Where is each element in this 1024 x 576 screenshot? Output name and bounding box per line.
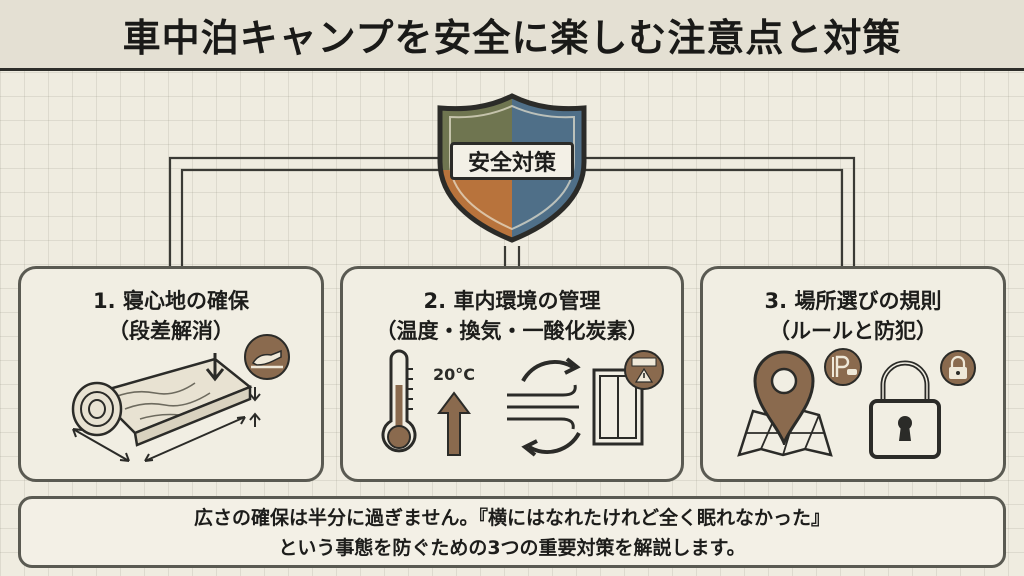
card-1-title: 1. 寝心地の確保 [93,289,249,313]
air-circulation-icon [507,357,581,457]
summary-box: 広さの確保は半分に過ぎません。『横にはなれたけれど全く眠れなかった』 という事態… [18,496,1006,568]
card-1-subtitle: （段差解消） [108,319,234,343]
down-arrow-icon [205,353,225,382]
card-sleep-comfort: 1. 寝心地の確保 （段差解消） [18,266,324,482]
summary-line-1: 広さの確保は半分に過ぎません。『横にはなれたけれど全く眠れなかった』 [194,507,830,529]
summary-line-2: という事態を防ぐための3つの重要対策を解説します。 [278,537,746,559]
shield-icon [437,93,587,243]
thermometer-icon [381,349,417,453]
card-interior-environment: 2. 車内環境の管理 （温度・換気・一酸化炭素） 20°C [340,266,684,482]
map-pin-icon [753,350,815,445]
up-arrow-icon [437,391,471,456]
card-location-choice: 3. 場所選びの規則 （ルールと防犯） [700,266,1006,482]
card-3-subtitle: （ルールと防犯） [769,319,937,343]
padlock-icon [869,360,941,459]
card-2-title: 2. 車内環境の管理 [423,289,601,313]
card-3-title: 3. 場所選びの規則 [764,289,942,313]
center-label-box: 安全対策 [450,142,574,180]
center-label: 安全対策 [467,151,556,176]
page-title: 車中泊キャンプを安全に楽しむ注意点と対策 [122,15,902,60]
title-bar: 車中泊キャンプを安全に楽しむ注意点と対策 [0,0,1024,71]
sleeping-mat-icon [71,357,253,462]
warning-icon [624,350,664,390]
hand-press-icon [244,334,290,380]
card-2-subtitle: （温度・換気・一酸化炭素） [375,319,649,343]
parking-icon [824,348,862,386]
temperature-label: 20°C [433,365,476,384]
height-arrows-icon [249,387,261,427]
small-lock-icon [940,350,976,386]
